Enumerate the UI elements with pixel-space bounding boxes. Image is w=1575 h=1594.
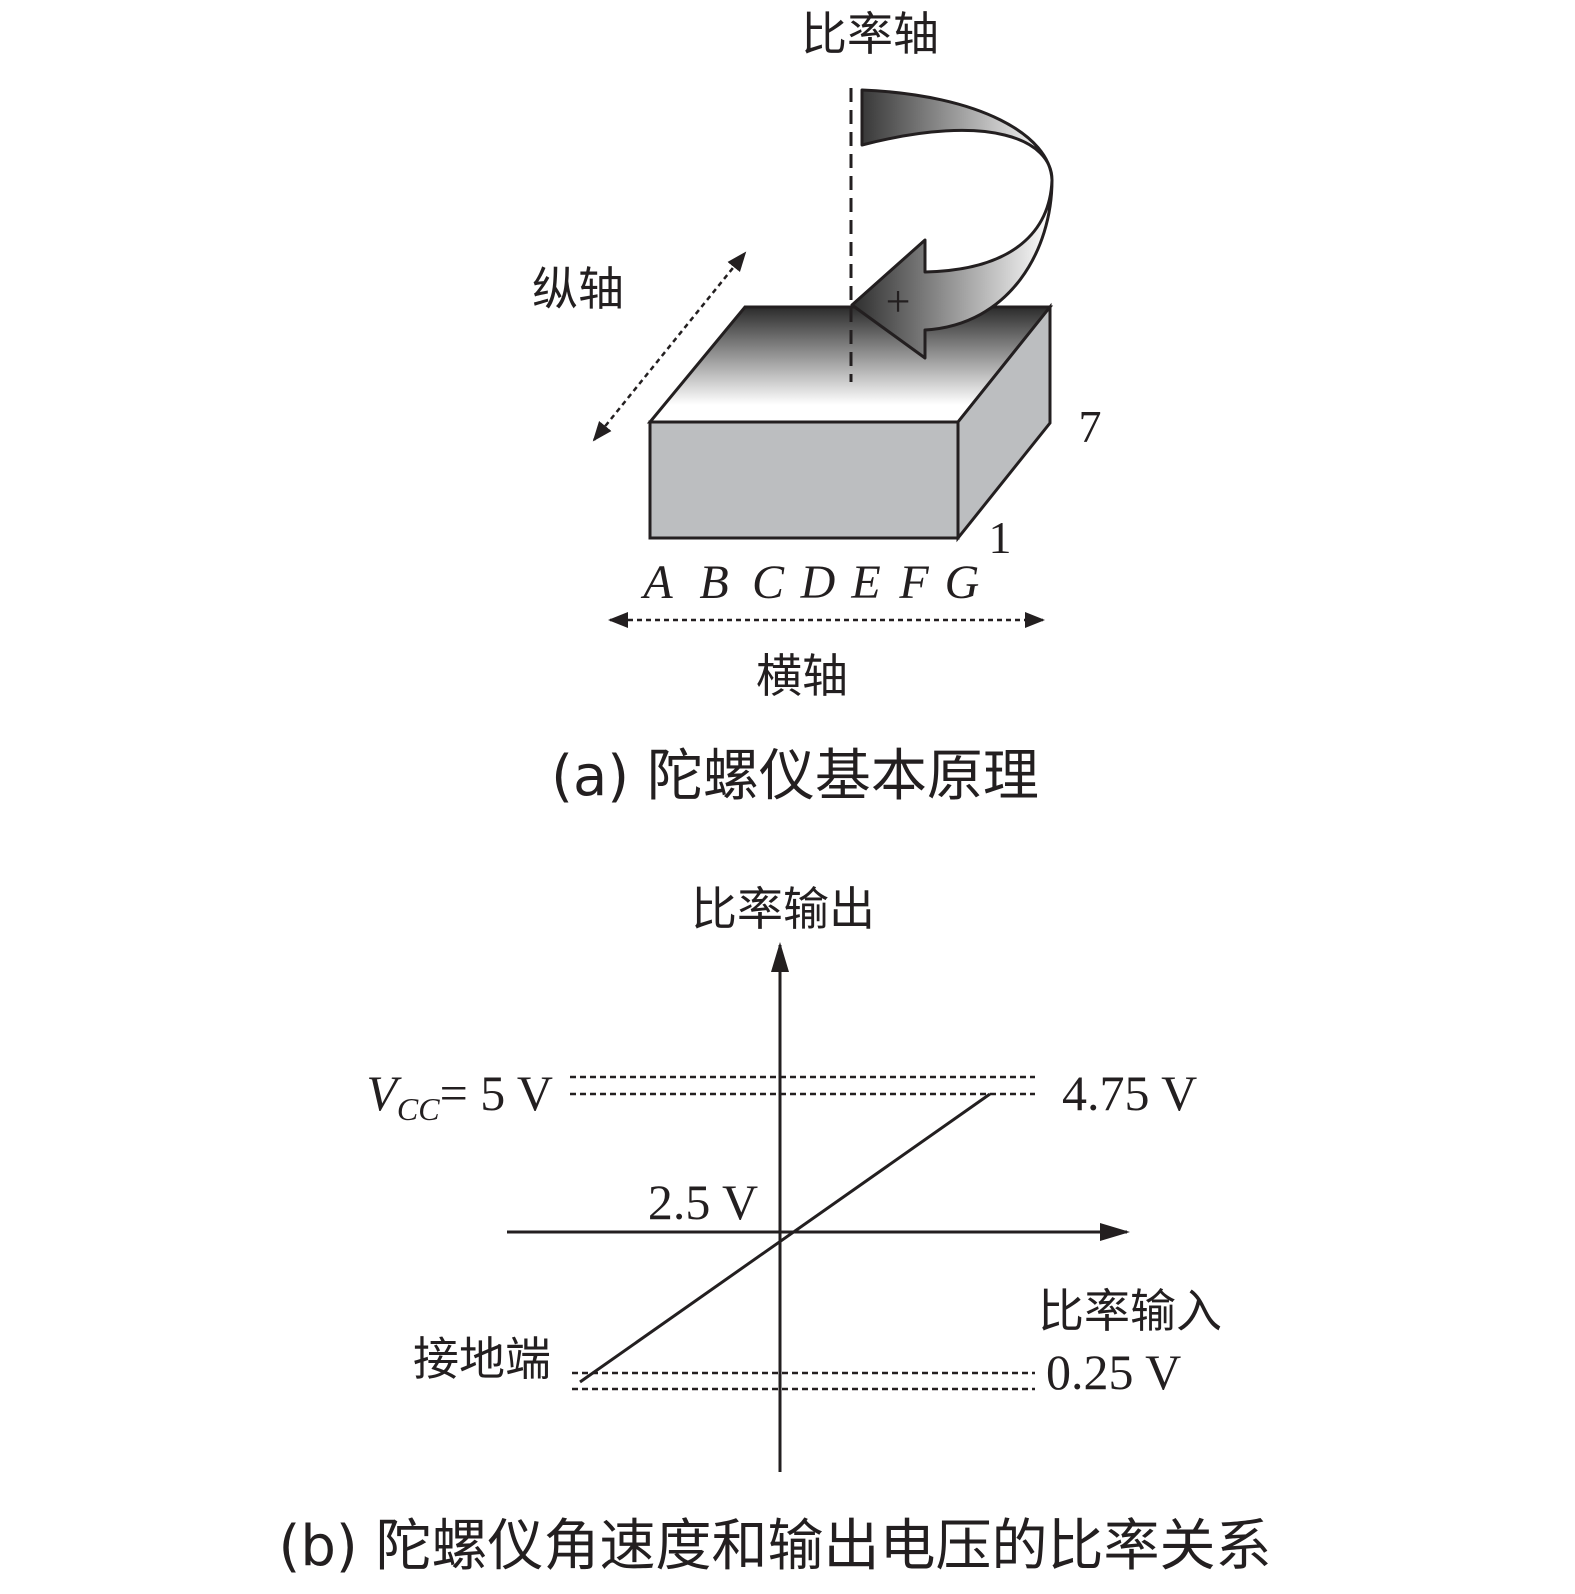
caption-a: (a) 陀螺仪基本原理 xyxy=(551,744,1039,809)
rate-axis-label: 比率轴 xyxy=(801,7,939,61)
diagram-b: 比率输出 VCC= 5 V 4.75 V 2.5 V 比率输入 接地端 0.25… xyxy=(278,882,1271,1579)
min-output-label: 0.25 V xyxy=(1046,1344,1181,1400)
vcc-label: VCC= 5 V xyxy=(366,1065,553,1127)
chip-front-face xyxy=(648,420,960,540)
pin-letter: F xyxy=(898,556,929,609)
pin-count-bottom: 1 xyxy=(989,512,1012,563)
y-axis-label: 比率输出 xyxy=(691,882,875,936)
gyro-chip xyxy=(646,302,1054,543)
pin-letter: B xyxy=(699,556,728,609)
max-output-label: 4.75 V xyxy=(1062,1065,1197,1121)
lateral-axis-label: 横轴 xyxy=(756,649,848,703)
level-lines xyxy=(570,1075,1035,1391)
longitudinal-axis-label: 纵轴 xyxy=(532,262,624,316)
x-axis-label: 比率输入 xyxy=(1038,1284,1222,1338)
caption-b: (b) 陀螺仪角速度和输出电压的比率关系 xyxy=(278,1514,1271,1579)
longitudinal-axis-arrow xyxy=(592,251,747,442)
ground-label: 接地端 xyxy=(413,1332,551,1386)
pin-letter: D xyxy=(800,556,836,609)
zero-rate-label: 2.5 V xyxy=(648,1174,758,1230)
pin-letter: A xyxy=(640,556,673,609)
rotation-sign: + xyxy=(886,277,911,326)
pin-letter: E xyxy=(850,556,880,609)
pin-letter: G xyxy=(945,556,980,609)
rotation-arrow: + xyxy=(850,88,1054,360)
pin-letter: C xyxy=(752,556,785,609)
chip-side-face xyxy=(956,302,1052,543)
pin-count-top: 7 xyxy=(1079,401,1102,452)
output-transfer-line xyxy=(579,1092,991,1384)
